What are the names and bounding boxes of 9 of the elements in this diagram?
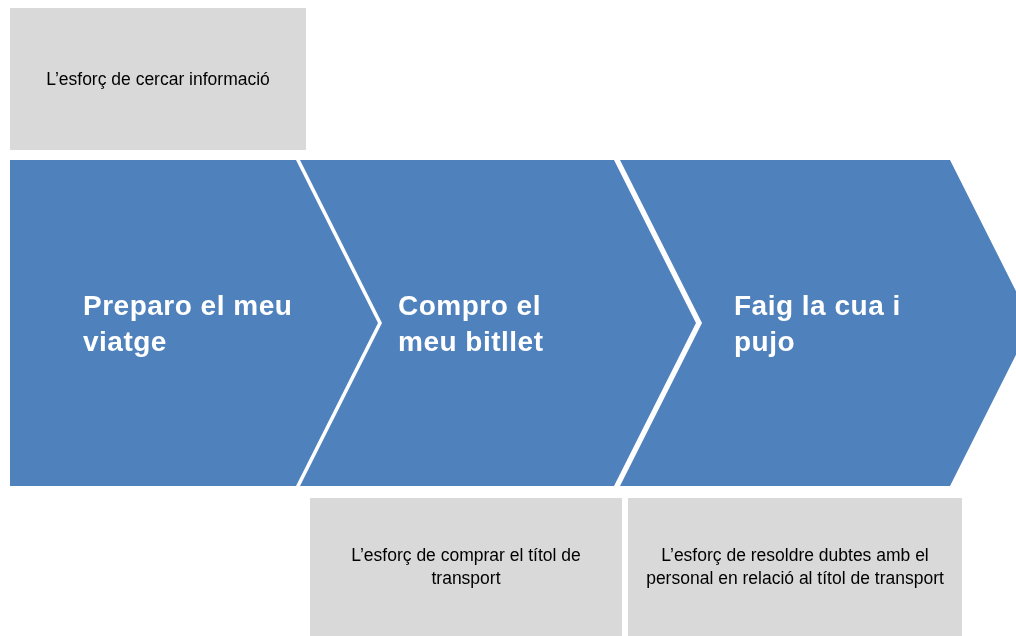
note-box (10, 8, 306, 150)
note-text: L’esforç de comprar el títol de transport (350, 544, 582, 590)
note-text: L’esforç de cercar informació (46, 67, 270, 91)
step-label: Faig la cua i pujo (734, 289, 902, 359)
step-label: Preparo el meu viatge (83, 289, 294, 359)
note-text: L’esforç de resoldre dubtes amb el personal en relació al títol de transport (645, 544, 945, 590)
note-box (628, 498, 962, 636)
step-label: Compro el meu bitllet (398, 289, 545, 359)
note-box (310, 498, 622, 636)
